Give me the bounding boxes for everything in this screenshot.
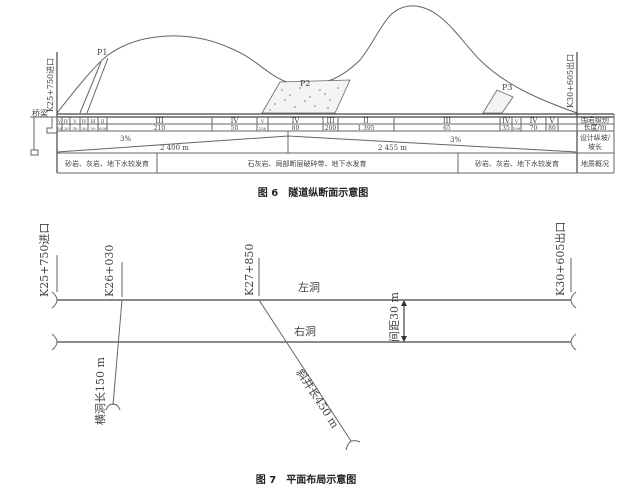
shaft-station: K27+850: [243, 244, 256, 296]
right-tunnel-label: 右洞: [294, 324, 316, 338]
rock-class-cell: IV: [502, 117, 511, 125]
rock-class-cell: II: [101, 119, 105, 125]
geology-1: 砂岩、灰岩、地下水较发育: [65, 159, 149, 168]
length-cell: 100: [513, 126, 521, 131]
length-cell: 70: [530, 125, 538, 132]
fault-zone-p2: [261, 79, 351, 114]
entrance-label: K25+750进口: [46, 58, 55, 112]
length-cell: 50: [231, 125, 239, 132]
rock-class-cell: IV: [81, 119, 87, 125]
slope-length-1: 2 400 m: [160, 144, 189, 152]
profile-table: V50IV20V30IV30III50II2030III210IV50V250I…: [56, 113, 615, 174]
length-cell: 1 395: [357, 125, 374, 132]
rock-class-cell: III: [90, 119, 96, 125]
rock-class-cell: II: [363, 117, 369, 125]
crosscut-station: K26+030: [103, 245, 116, 297]
fault-zone-p1: [79, 57, 109, 114]
inclined-shaft-line: [258, 299, 352, 442]
length-cell: 250: [259, 126, 267, 131]
bridge-label: 桥梁: [32, 108, 48, 118]
slope-grade-1: 3%: [120, 135, 131, 143]
shaft-label: 斜井长450 m: [293, 366, 342, 431]
length-cell: 35: [502, 125, 510, 132]
spacing-arrow: [401, 300, 407, 342]
length-cell: 20: [63, 126, 69, 131]
figure6-caption: 图 6 隧道纵断面示意图: [258, 186, 368, 199]
exit-label: K30+605出口: [565, 54, 575, 108]
geology-3: 砂岩、灰岩、地下水较发育: [475, 159, 559, 168]
rock-class-cell: III: [155, 117, 164, 125]
crosscut-line: [112, 299, 123, 406]
rock-class-cell: III: [326, 117, 335, 125]
spacing-label: 间距30 m: [388, 292, 401, 342]
rock-class-cell: V: [514, 119, 519, 125]
rock-class-cell: V: [548, 117, 555, 125]
left-tunnel-label: 左洞: [298, 281, 320, 294]
length-cell: 50: [90, 126, 96, 131]
slope-grade-2: 3%: [450, 136, 461, 144]
fault-dots-p2: [269, 87, 339, 111]
length-cell: 80: [292, 125, 300, 132]
bridge-icon: [30, 116, 57, 156]
rock-class-cell: V: [260, 119, 265, 125]
length-cell: 30: [72, 126, 78, 131]
longitudinal-profile: P1 P2 P3 K25+750进口 K30+605出口 桥梁 V50IV20V…: [30, 5, 615, 199]
rock-class-cell: IV: [292, 117, 301, 125]
fault-zone-p3: [482, 89, 514, 114]
geology-2: 石灰岩、局部断层破碎带、地下水发育: [248, 159, 367, 168]
rock-class-cell: III: [443, 117, 452, 125]
rock-class-cell: IV: [63, 119, 69, 125]
row-label-geology: 地质概况: [581, 159, 609, 168]
length-cell: 200: [325, 125, 337, 132]
plan-layout: K25+750进口 K30+605出口 K26+030 横洞长150 m K27…: [38, 222, 577, 486]
length-cell: 50: [57, 126, 63, 131]
crosscut-label: 横洞长150 m: [93, 357, 107, 425]
point-label-p3: P3: [502, 83, 512, 92]
portal-marks: [51, 291, 577, 351]
length-cell: 65: [443, 125, 451, 132]
entrance-label-plan: K25+750进口: [38, 223, 51, 297]
length-cell: 80: [548, 125, 556, 132]
row-label-slope-2: 坡长: [588, 142, 602, 151]
rock-class-cell: IV: [530, 117, 539, 125]
rock-class-cell: V: [72, 119, 77, 125]
exit-label-plan: K30+605出口: [553, 222, 567, 296]
terrain-profile: [56, 5, 578, 114]
row-label-length: 长度/m: [584, 123, 607, 132]
length-cell: 210: [154, 125, 166, 132]
slope-length-2: 2 455 m: [378, 144, 407, 152]
rock-class-cell: IV: [231, 117, 240, 125]
point-label-p2: P2: [300, 79, 310, 88]
length-cell: 30: [81, 126, 87, 131]
slope-line: [56, 131, 578, 153]
point-label-p1: P1: [97, 48, 107, 57]
row-label-rock-class: 围岩级别: [581, 115, 609, 124]
figure7-caption: 图 7 平面布局示意图: [256, 473, 356, 486]
row-label-slope-1: 设计纵坡/: [580, 133, 611, 142]
rock-class-cell: V: [57, 119, 62, 125]
length-cell: 2030: [97, 126, 108, 131]
